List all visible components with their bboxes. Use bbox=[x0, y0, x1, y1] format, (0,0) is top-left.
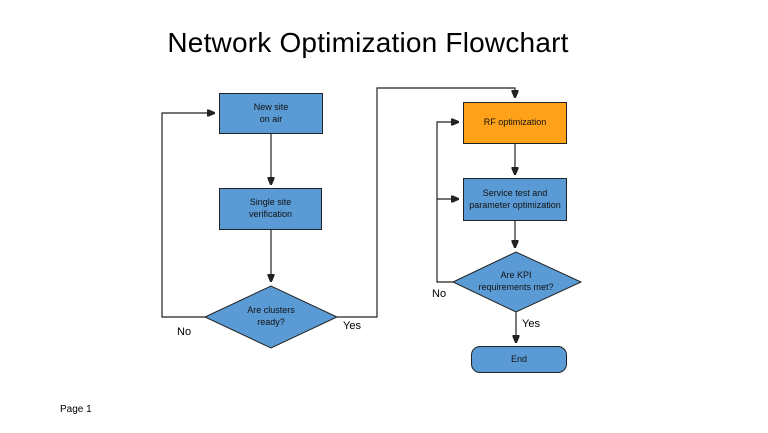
node-service-test: Service test and parameter optimization bbox=[463, 178, 567, 221]
node-end: End bbox=[471, 346, 567, 373]
kpi-decision-diamond-shape bbox=[451, 251, 583, 313]
edge-label-kpi-yes: Yes bbox=[522, 318, 540, 330]
edge-label-clusters-yes: Yes bbox=[343, 320, 361, 332]
edge-label-clusters-no: No bbox=[177, 326, 192, 338]
node-single-site-verification: Single site verification bbox=[219, 188, 322, 230]
page-title: Network Optimization Flowchart bbox=[167, 27, 569, 58]
connector-clusters-no-loop bbox=[161, 113, 214, 318]
node-kpi-decision-label: Are KPI requirements met? bbox=[478, 270, 554, 292]
edge-label-kpi-no: No bbox=[432, 288, 447, 300]
node-rf-optimization: RF optimization bbox=[463, 102, 567, 144]
node-clusters-decision-label: Are clusters ready? bbox=[247, 305, 295, 327]
page-number: Page 1 bbox=[60, 404, 92, 415]
connector-kpi-no-loop-to-rf bbox=[436, 122, 458, 283]
connector-clusters-yes-to-rf bbox=[337, 87, 515, 318]
node-new-site: New site on air bbox=[219, 93, 323, 134]
